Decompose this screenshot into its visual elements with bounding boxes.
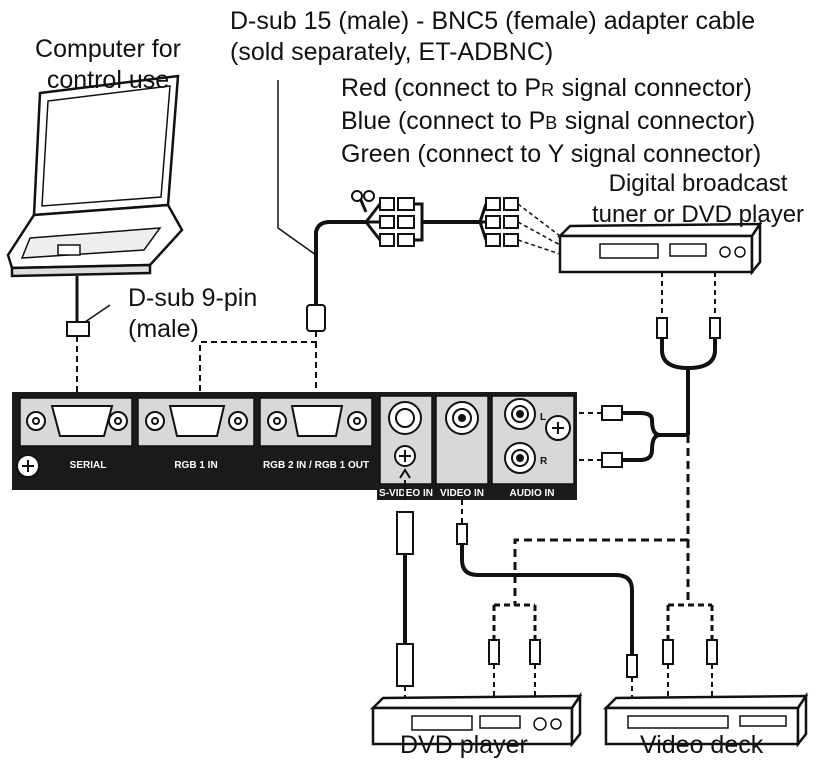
audio-l-label: L [540,412,546,423]
legend-red: Red (connect to PR signal connector) [341,74,752,102]
rgb2-label: RGB 2 IN / RGB 1 OUT [263,460,369,471]
adapter-label: D-sub 15 (male) - BNC5 (female) adapter … [230,6,755,68]
audio-in-ports [504,398,571,474]
dsub9-label: D-sub 9-pin (male) [128,283,257,345]
computer-label: Computer for control use [28,34,188,96]
color-legend: Red (connect to PR signal connector) Blu… [341,73,761,170]
bnc-connectors [351,190,519,247]
tuner-label-line1: Digital broadcast [608,170,788,197]
rgb1-port [145,405,248,437]
adapter-label-line2: (sold separately, ET-ADBNC) [230,38,554,66]
rgb2-port [267,405,367,437]
laptop-illustration [6,74,184,278]
adapter-label-line1: D-sub 15 (male) - BNC5 (female) adapter … [230,7,756,35]
dvd-player-illustration [369,691,583,748]
tuner-label-line2: tuner or DVD player [591,201,805,228]
rear-panel: SERIAL RGB 1 IN RGB 2 IN / RGB 1 OUT L R… [12,392,577,500]
serial-label: SERIAL [70,460,107,471]
video-deck-illustration [602,691,809,748]
dsub9-label-line1: D-sub 9-pin [128,284,258,312]
legend-blue: Blue (connect to PB signal connector) [341,107,756,135]
adapter-cable [314,220,366,305]
audio-r-label: R [540,456,548,467]
dsub15-plug [306,304,326,332]
dsub9-label-line2: (male) [128,315,199,343]
serial-port [26,405,128,437]
dvd-player-label: DVD player [400,731,528,759]
tuner-illustration [556,219,763,276]
rgb1-label: RGB 1 IN [174,460,217,471]
videoin-label: VIDEO IN [440,488,484,499]
tuner-label: Digital broadcast tuner or DVD player [578,168,818,230]
video-in-port [445,401,479,435]
dsub9-plug [66,321,90,337]
computer-label-line2: control use [46,66,170,94]
svideo-port [388,401,422,467]
legend-green: Green (connect to Y signal connector) [341,140,762,168]
computer-label-line1: Computer for [35,35,181,63]
audioin-label: AUDIO IN [510,488,555,499]
video-deck-label: Video deck [640,731,764,759]
adapter-leader [277,80,317,256]
